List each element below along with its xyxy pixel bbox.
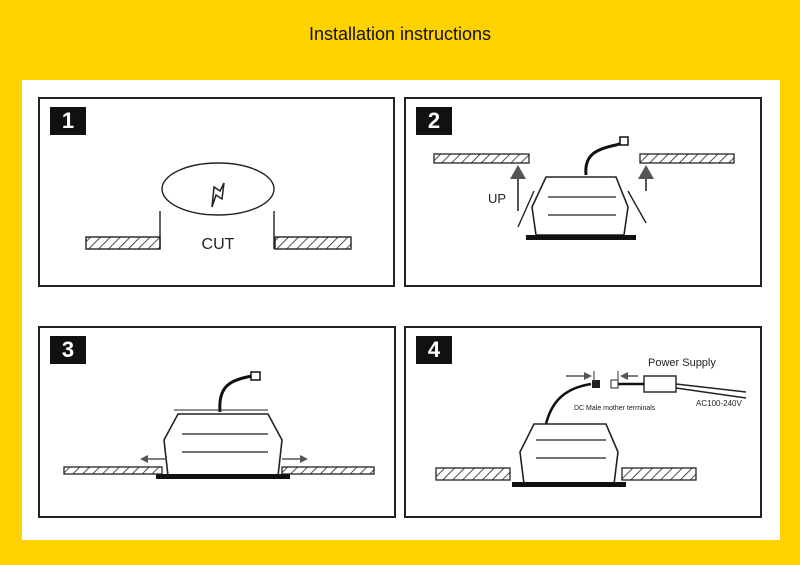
up-arrow-right [638, 165, 654, 191]
dc-cable [544, 382, 644, 425]
downlight [531, 176, 629, 236]
saw-cut-icon [211, 182, 225, 208]
ceiling-left [85, 236, 161, 250]
ceiling-right [621, 467, 697, 481]
power-supply-box [643, 375, 677, 393]
voltage-label: AC100-240V [696, 399, 742, 408]
step-2-diagram: UP [433, 136, 735, 240]
power-supply-label: Power Supply [648, 357, 716, 369]
step-2-panel: 2 UP [404, 97, 762, 287]
step-3-badge: 3 [50, 336, 86, 364]
connect-arrow-right [617, 371, 638, 381]
ceiling-right [281, 466, 375, 475]
connect-arrow-left [566, 371, 595, 381]
arrow-right [282, 455, 308, 463]
step-1-panel: 1 CUT [38, 97, 395, 287]
ceiling-left [433, 153, 530, 164]
step-1-badge: 1 [50, 107, 86, 135]
cut-circle [161, 162, 275, 216]
step-4-badge: 4 [416, 336, 452, 364]
step-4-diagram: Power Supply AC100-240V DC Male mother t… [435, 357, 747, 487]
ceiling-left [435, 467, 511, 481]
spring-clip-right [627, 190, 647, 224]
ceiling-right [639, 153, 735, 164]
up-arrow-left [510, 165, 526, 211]
arrow-left [140, 455, 166, 463]
downlight [163, 413, 283, 477]
cable-plug [250, 371, 261, 381]
step-3-panel: 3 [38, 326, 396, 518]
ac-cable [675, 383, 747, 399]
step-3-diagram [63, 371, 375, 479]
step-4-panel: 4 Power Supply AC100-240V DC Male mother… [404, 326, 762, 518]
ceiling-left [63, 466, 163, 475]
power-cable [584, 141, 623, 176]
dc-connector-female [610, 379, 619, 389]
downlight [519, 423, 619, 485]
cut-label: CUT [202, 236, 235, 253]
spring-clip-left [517, 190, 535, 228]
cable-plug [619, 136, 629, 146]
step-1-diagram: CUT [85, 162, 352, 253]
step-2-badge: 2 [416, 107, 452, 135]
page-title: Installation instructions [308, 24, 492, 44]
up-label: UP [488, 191, 506, 206]
power-cable [218, 374, 253, 413]
ceiling-right [274, 236, 352, 250]
dc-terminals-label: DC Male mother terminals [574, 405, 656, 412]
dc-connector-male [592, 380, 600, 388]
